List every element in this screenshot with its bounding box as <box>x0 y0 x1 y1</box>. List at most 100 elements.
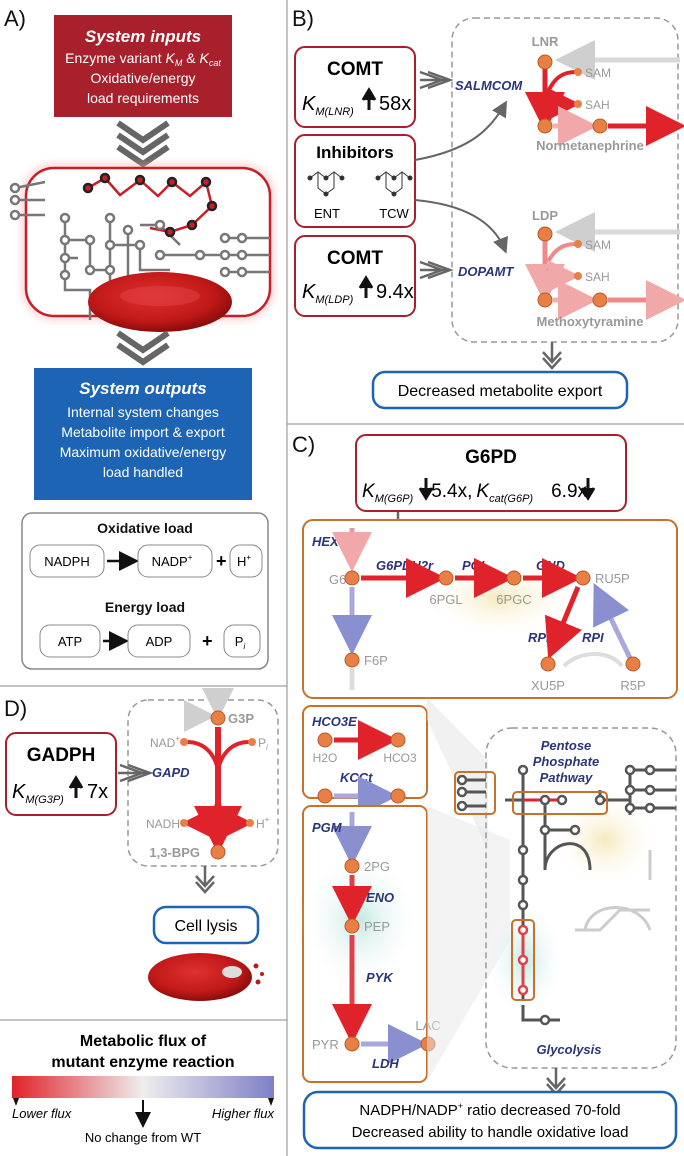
arrow-up-icon <box>361 87 377 110</box>
cell-boundary-b <box>451 17 679 343</box>
node-pyr <box>344 1036 360 1052</box>
node-h <box>246 819 254 827</box>
node-k <box>317 788 333 804</box>
cell-lysis-box <box>152 905 260 945</box>
comt-ldp-fold: 9.4x <box>376 281 414 303</box>
xu5p-label: XU5P <box>531 678 565 693</box>
arrow-down-icon <box>418 478 434 501</box>
ldp-label: LDP <box>532 208 558 223</box>
lysed-cell-icon <box>148 953 252 1001</box>
inhibit-arrow-1 <box>414 100 507 161</box>
ppp-result-line2: Decreased ability to handle oxidative lo… <box>352 1124 629 1141</box>
pyr-label: PYR <box>312 1037 339 1052</box>
system-outputs-line4: load handled <box>103 464 183 480</box>
system-inputs-box <box>54 15 232 117</box>
gadph-km: KM(G3P) <box>12 781 64 806</box>
sam-branch <box>546 70 576 93</box>
node-sam1 <box>574 68 582 76</box>
comt-ldp-title: COMT <box>327 248 383 269</box>
gapd-label: GAPD <box>152 765 190 780</box>
ppp-result-line1: NADPH/NADP+ ratio decreased 70-fold <box>359 1101 620 1119</box>
node-xu5p <box>540 656 556 672</box>
f6p-label: F6P <box>364 653 388 668</box>
node-bpg <box>210 844 226 860</box>
inhibitors-box <box>294 134 416 228</box>
system-inputs-line3: load requirements <box>87 90 199 106</box>
sah2-label: SAH <box>585 270 610 284</box>
node-g6p <box>344 570 360 586</box>
chevron-down-icon <box>546 1068 566 1096</box>
network-nodes-c <box>456 764 656 1026</box>
rbc-highlight <box>120 286 200 306</box>
ldh-label: LDH <box>372 1056 399 1071</box>
h-branch <box>216 799 253 839</box>
xu5p-r5p-link <box>562 652 624 668</box>
lysis-hole <box>222 966 242 978</box>
node-normet-2 <box>592 118 608 134</box>
legend-lower: Lower flux <box>12 1106 72 1121</box>
methoxytyramine-label: Methoxytyramine <box>537 314 644 329</box>
cell-lysis-text: Cell lysis <box>174 918 237 935</box>
chevron-down-icon <box>116 330 170 366</box>
nad-label: NAD+ <box>150 734 180 750</box>
rpe-label: RPE <box>528 630 555 645</box>
node-normet-1 <box>537 118 553 134</box>
node-methoxy-1 <box>537 292 553 308</box>
hco3e-label: HCO3E <box>312 714 357 729</box>
h-box <box>229 544 263 578</box>
node-6pgl <box>438 570 454 586</box>
ppp-title-2: Phosphate <box>533 754 599 769</box>
network-nodes <box>9 172 248 281</box>
node-methoxy-2 <box>592 292 608 308</box>
legend-nochange: No change from WT <box>85 1130 201 1145</box>
tick-higher-icon <box>268 1098 274 1106</box>
comt-lnr-km: KM(LNR) <box>302 93 354 118</box>
pi-label: Pi <box>258 736 268 752</box>
arrow-up-icon <box>68 775 84 798</box>
chevron-right-icon <box>419 70 454 280</box>
inhibit-arrow-2 <box>414 199 508 254</box>
h-label: H+ <box>256 815 270 831</box>
node-g3p <box>210 710 226 726</box>
g6pd-title: G6PD <box>465 447 517 468</box>
hco3-label: HCO3 <box>383 751 417 765</box>
node-nad <box>180 738 188 746</box>
network-glow-y <box>550 790 660 890</box>
node-lnr <box>537 54 553 70</box>
ppp-highlight-box <box>512 791 608 815</box>
energy-load-title: Energy load <box>105 599 185 615</box>
tick-lower-icon <box>13 1098 19 1106</box>
lysis-splatter-icon <box>253 963 264 985</box>
node-cl <box>390 788 406 804</box>
g3p-label: G3P <box>228 711 254 726</box>
node-ru5p <box>575 570 591 586</box>
legend-higher: Higher flux <box>212 1106 275 1121</box>
molecule-icon <box>307 171 413 197</box>
cell-boundary-d <box>127 699 279 867</box>
network-faded-c <box>575 850 652 932</box>
en-plus: + <box>202 631 213 651</box>
system-outputs-line1: Internal system changes <box>67 404 219 420</box>
sah-branch <box>546 87 580 120</box>
rpi-flux <box>593 583 633 660</box>
system-outputs-line3: Maximum oxidative/energy <box>60 444 227 460</box>
g6pdh2r-label: G6PDH2r <box>376 558 434 573</box>
chevron-right-icon <box>118 763 154 783</box>
chevron-down-icon <box>195 866 215 894</box>
inhibitor-tcw: TCW <box>379 206 409 221</box>
pgl-label: PGL <box>462 558 489 573</box>
kcct-label: KCCt <box>340 770 373 785</box>
flux-legend: Metabolic flux of mutant enzyme reaction… <box>12 1033 274 1145</box>
system-outputs-line2: Metabolite import & export <box>61 424 225 440</box>
ppp-result-box <box>302 1090 678 1150</box>
comt-lnr-fold: 58x <box>379 93 411 115</box>
nadp-box <box>137 544 213 578</box>
sah1-label: SAH <box>585 98 610 112</box>
glycolysis-glow <box>300 850 420 990</box>
bpg-label: 1,3-BPG <box>149 845 200 860</box>
pgm-label: PGM <box>312 820 343 835</box>
node-r5p <box>625 656 641 672</box>
panel-a-label: A) <box>4 6 26 31</box>
atp-text: ATP <box>58 634 82 649</box>
gadph-fold: 7x <box>87 781 108 803</box>
